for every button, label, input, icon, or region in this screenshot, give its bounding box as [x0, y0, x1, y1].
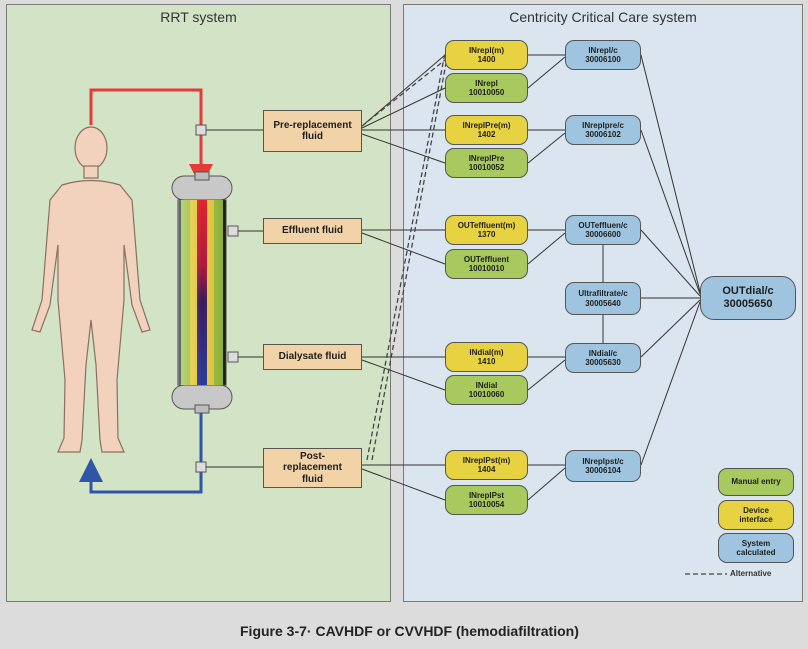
legend-alternative-label: Alternative	[730, 569, 772, 578]
legend-manual-label: Manual entry	[731, 477, 781, 487]
ultrafiltrate-c-node: Ultrafiltrate/c 30005640	[565, 282, 641, 315]
post-replacement-fluid-box: Post-replacement fluid	[263, 448, 362, 488]
pre-port-icon	[195, 124, 207, 136]
node-code: 1370	[477, 230, 496, 239]
node-code: 30006102	[585, 130, 621, 139]
node-name: INreplpst/c	[582, 456, 624, 466]
inrepl-m-node: INrepl(m) 1400	[445, 40, 528, 70]
indial-node: INdial 10010060	[445, 375, 528, 405]
node-code: 1402	[477, 130, 496, 139]
figure-caption: Figure 3-7· CAVHDF or CVVHDF (hemodiafil…	[240, 623, 579, 639]
node-name: OUTeffluent	[463, 254, 510, 264]
node-name: OUTeffluen/c	[578, 220, 628, 230]
node-name: INreplpre/c	[582, 120, 624, 130]
legend-system-calculated: System calculated	[718, 533, 794, 563]
node-name: INreplPre	[468, 153, 505, 163]
post-replacement-fluid-label: Post-replacement fluid	[283, 450, 342, 485]
node-code: 10010010	[468, 264, 505, 273]
node-name: INrepl(m)	[468, 45, 505, 55]
node-code: 30006100	[585, 55, 621, 64]
node-code: 1410	[477, 357, 496, 366]
inreplpre-c-node: INreplpre/c 30006102	[565, 115, 641, 145]
node-code: 1404	[477, 465, 496, 474]
node-name: INreplPst	[468, 490, 505, 500]
hemofilter-icon	[171, 171, 239, 414]
node-code: 30005650	[723, 298, 773, 310]
node-code: 30005630	[585, 358, 621, 367]
node-name: OUTdial/c	[722, 285, 774, 298]
node-code: 30005640	[585, 298, 621, 308]
pre-replacement-fluid-box: Pre-replacement fluid	[263, 110, 362, 152]
indial-c-node: INdial/c 30005630	[565, 343, 641, 373]
legend-device-label: Device interface	[739, 505, 773, 524]
node-name: INdial(m)	[469, 347, 504, 357]
pre-replacement-fluid-label: Pre-replacement fluid	[273, 119, 352, 143]
node-name: INdial/c	[588, 348, 618, 358]
node-name: INreplPre(m)	[462, 120, 511, 130]
legend-manual-entry: Manual entry	[718, 468, 794, 496]
arterial-line	[89, 88, 203, 203]
inreplpre-m-node: INreplPre(m) 1402	[445, 115, 528, 145]
human-figure-icon	[31, 126, 151, 453]
node-name: INreplPst(m)	[462, 455, 511, 465]
node-code: 10010060	[468, 390, 505, 399]
node-code: 10010054	[468, 500, 505, 509]
inreplpst-c-node: INreplpst/c 30006104	[565, 450, 641, 482]
node-name: OUTeffluent(m)	[457, 220, 516, 230]
legend-device-interface: Device interface	[718, 500, 794, 530]
node-code: 10010050	[468, 88, 505, 97]
venous-line	[79, 390, 203, 494]
inrepl-c-node: INrepl/c 30006100	[565, 40, 641, 70]
legend-system-label: System calculated	[736, 538, 776, 557]
inrepl-node: INrepl 10010050	[445, 73, 528, 103]
inreplpst-node: INreplPst 10010054	[445, 485, 528, 515]
node-code: 30006600	[585, 230, 621, 239]
node-code: 1400	[477, 55, 496, 64]
post-port-icon	[195, 461, 207, 473]
inreplpst-m-node: INreplPst(m) 1404	[445, 450, 528, 480]
node-name: INdial	[475, 380, 498, 390]
rrt-system-title: RRT system	[160, 9, 237, 25]
effluent-fluid-label: Effluent fluid	[281, 225, 344, 237]
outeffluen-c-node: OUTeffluen/c 30006600	[565, 215, 641, 245]
node-code: 30006104	[585, 466, 621, 475]
critical-care-title: Centricity Critical Care system	[509, 9, 697, 25]
dialysate-fluid-label: Dialysate fluid	[278, 351, 347, 363]
node-name: INrepl	[475, 78, 498, 88]
effluent-fluid-box: Effluent fluid	[263, 218, 362, 244]
outeffluent-m-node: OUTeffluent(m) 1370	[445, 215, 528, 245]
outdial-c-node: OUTdial/c 30005650	[700, 276, 796, 320]
node-code: 10010052	[468, 163, 505, 172]
indial-m-node: INdial(m) 1410	[445, 342, 528, 372]
node-name: INrepl/c	[588, 45, 618, 55]
dialysate-fluid-box: Dialysate fluid	[263, 344, 362, 370]
outeffluent-node: OUTeffluent 10010010	[445, 249, 528, 279]
inreplpre-node: INreplPre 10010052	[445, 148, 528, 178]
node-name: Ultrafiltrate/c	[578, 289, 628, 299]
